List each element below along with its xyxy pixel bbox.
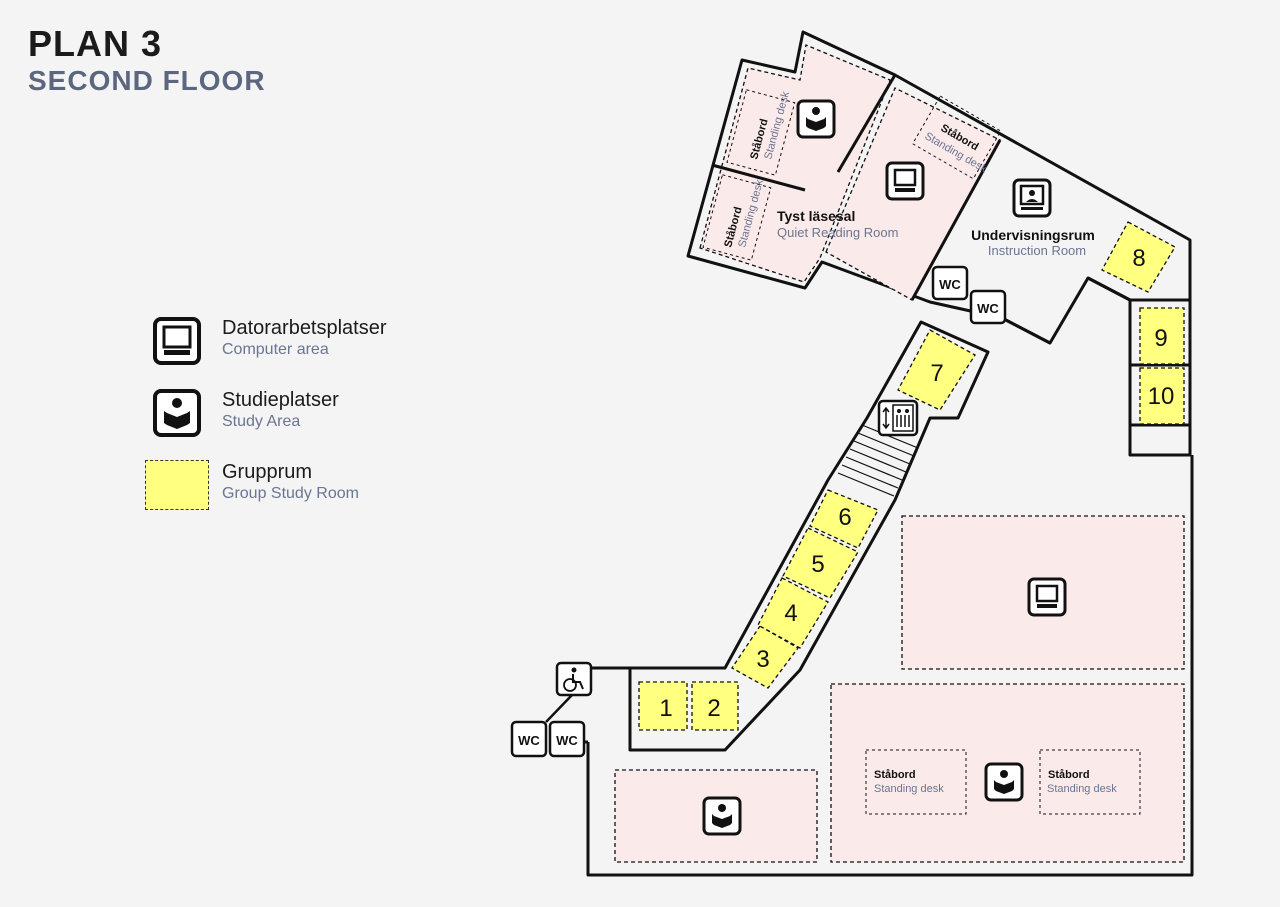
group-rooms bbox=[638, 221, 1185, 731]
legend-label-en: Group Study Room bbox=[222, 485, 359, 502]
group-room-numbers: 1 2 3 4 5 6 7 8 9 10 bbox=[659, 245, 1174, 722]
study-area-icon bbox=[153, 389, 201, 437]
group-room-9 bbox=[1139, 307, 1185, 365]
interior-walls bbox=[711, 74, 1190, 427]
quiet-room-label-en: Quiet Reading Room bbox=[777, 225, 898, 240]
standing-desks-north bbox=[702, 89, 1002, 261]
wc-boxes: WC WC WC WC bbox=[510, 265, 1007, 758]
legend-label-en: Study Area bbox=[222, 413, 301, 430]
svg-text:WC: WC bbox=[518, 733, 540, 748]
room-number-4: 4 bbox=[784, 600, 797, 627]
legend-item-group: Grupprum Group Study Room bbox=[145, 456, 445, 516]
group-room-6 bbox=[809, 489, 879, 549]
group-room-4 bbox=[757, 577, 829, 649]
wc-icon: WC bbox=[969, 289, 1007, 325]
standing-desk-label-en: Standing desk bbox=[874, 783, 944, 795]
group-room-7 bbox=[897, 329, 976, 411]
svg-text:WC: WC bbox=[977, 301, 999, 316]
room-number-1: 1 bbox=[659, 695, 672, 722]
wc-icon: WC bbox=[548, 720, 586, 758]
floor-subtitle: SECOND FLOOR bbox=[28, 65, 266, 96]
room-number-2: 2 bbox=[707, 695, 720, 722]
room-number-3: 3 bbox=[756, 646, 769, 673]
study-area-icon bbox=[796, 99, 836, 139]
group-room-1 bbox=[638, 681, 688, 731]
legend-label-sv: Datorarbetsplatser bbox=[222, 317, 387, 339]
standing-desks-south: Ståbord Standing desk Ståbord Standing d… bbox=[865, 749, 1141, 815]
group-room-8 bbox=[1101, 221, 1176, 293]
room-number-7: 7 bbox=[930, 360, 943, 387]
group-room-5 bbox=[782, 527, 859, 599]
room-number-6: 6 bbox=[838, 504, 851, 531]
standing-desk-label-sv: Ståbord bbox=[1048, 769, 1090, 781]
legend-label-sv: Grupprum bbox=[222, 461, 313, 483]
legend-label-en: Computer area bbox=[222, 341, 329, 358]
wc-icon: WC bbox=[931, 265, 969, 301]
computer-icon bbox=[885, 161, 925, 201]
group-room-10 bbox=[1139, 367, 1185, 425]
room-number-9: 9 bbox=[1154, 325, 1167, 352]
quiet-room-label-sv: Tyst läsesal bbox=[777, 208, 855, 224]
standing-desk-label-en: Standing desk bbox=[1047, 783, 1117, 795]
computer-icon bbox=[1027, 577, 1067, 617]
computer-icon bbox=[153, 317, 201, 365]
group-room-swatch bbox=[145, 460, 209, 510]
legend-item-study: Studieplatser Study Area bbox=[145, 384, 445, 444]
building-outline bbox=[580, 30, 1194, 877]
standing-desk-label-sv: Ståbord bbox=[874, 769, 916, 781]
group-room-2 bbox=[691, 681, 739, 731]
study-area-icon bbox=[702, 796, 742, 836]
room-number-5: 5 bbox=[811, 551, 824, 578]
wc-icon: WC bbox=[510, 720, 548, 758]
room-number-8: 8 bbox=[1132, 245, 1145, 272]
stairs bbox=[837, 424, 919, 497]
legend-label-sv: Studieplatser bbox=[222, 389, 339, 411]
room-number-10: 10 bbox=[1148, 383, 1175, 410]
instruction-room-label-en: Instruction Room bbox=[988, 243, 1086, 258]
map-title: PLAN 3 SECOND FLOOR bbox=[28, 24, 266, 98]
study-area-icon bbox=[984, 762, 1024, 802]
elevator-icon bbox=[877, 399, 919, 437]
instruction-room-label-sv: Undervisningsrum bbox=[971, 227, 1095, 243]
instruction-icon bbox=[1012, 178, 1052, 218]
room-labels: Tyst läsesal Quiet Reading Room Undervis… bbox=[777, 208, 1095, 258]
plan-title: PLAN 3 bbox=[28, 23, 163, 64]
accessible-wc-icon bbox=[545, 661, 593, 723]
svg-text:WC: WC bbox=[556, 733, 578, 748]
svg-text:WC: WC bbox=[939, 277, 961, 292]
legend-item-computer: Datorarbetsplatser Computer area bbox=[145, 312, 445, 372]
